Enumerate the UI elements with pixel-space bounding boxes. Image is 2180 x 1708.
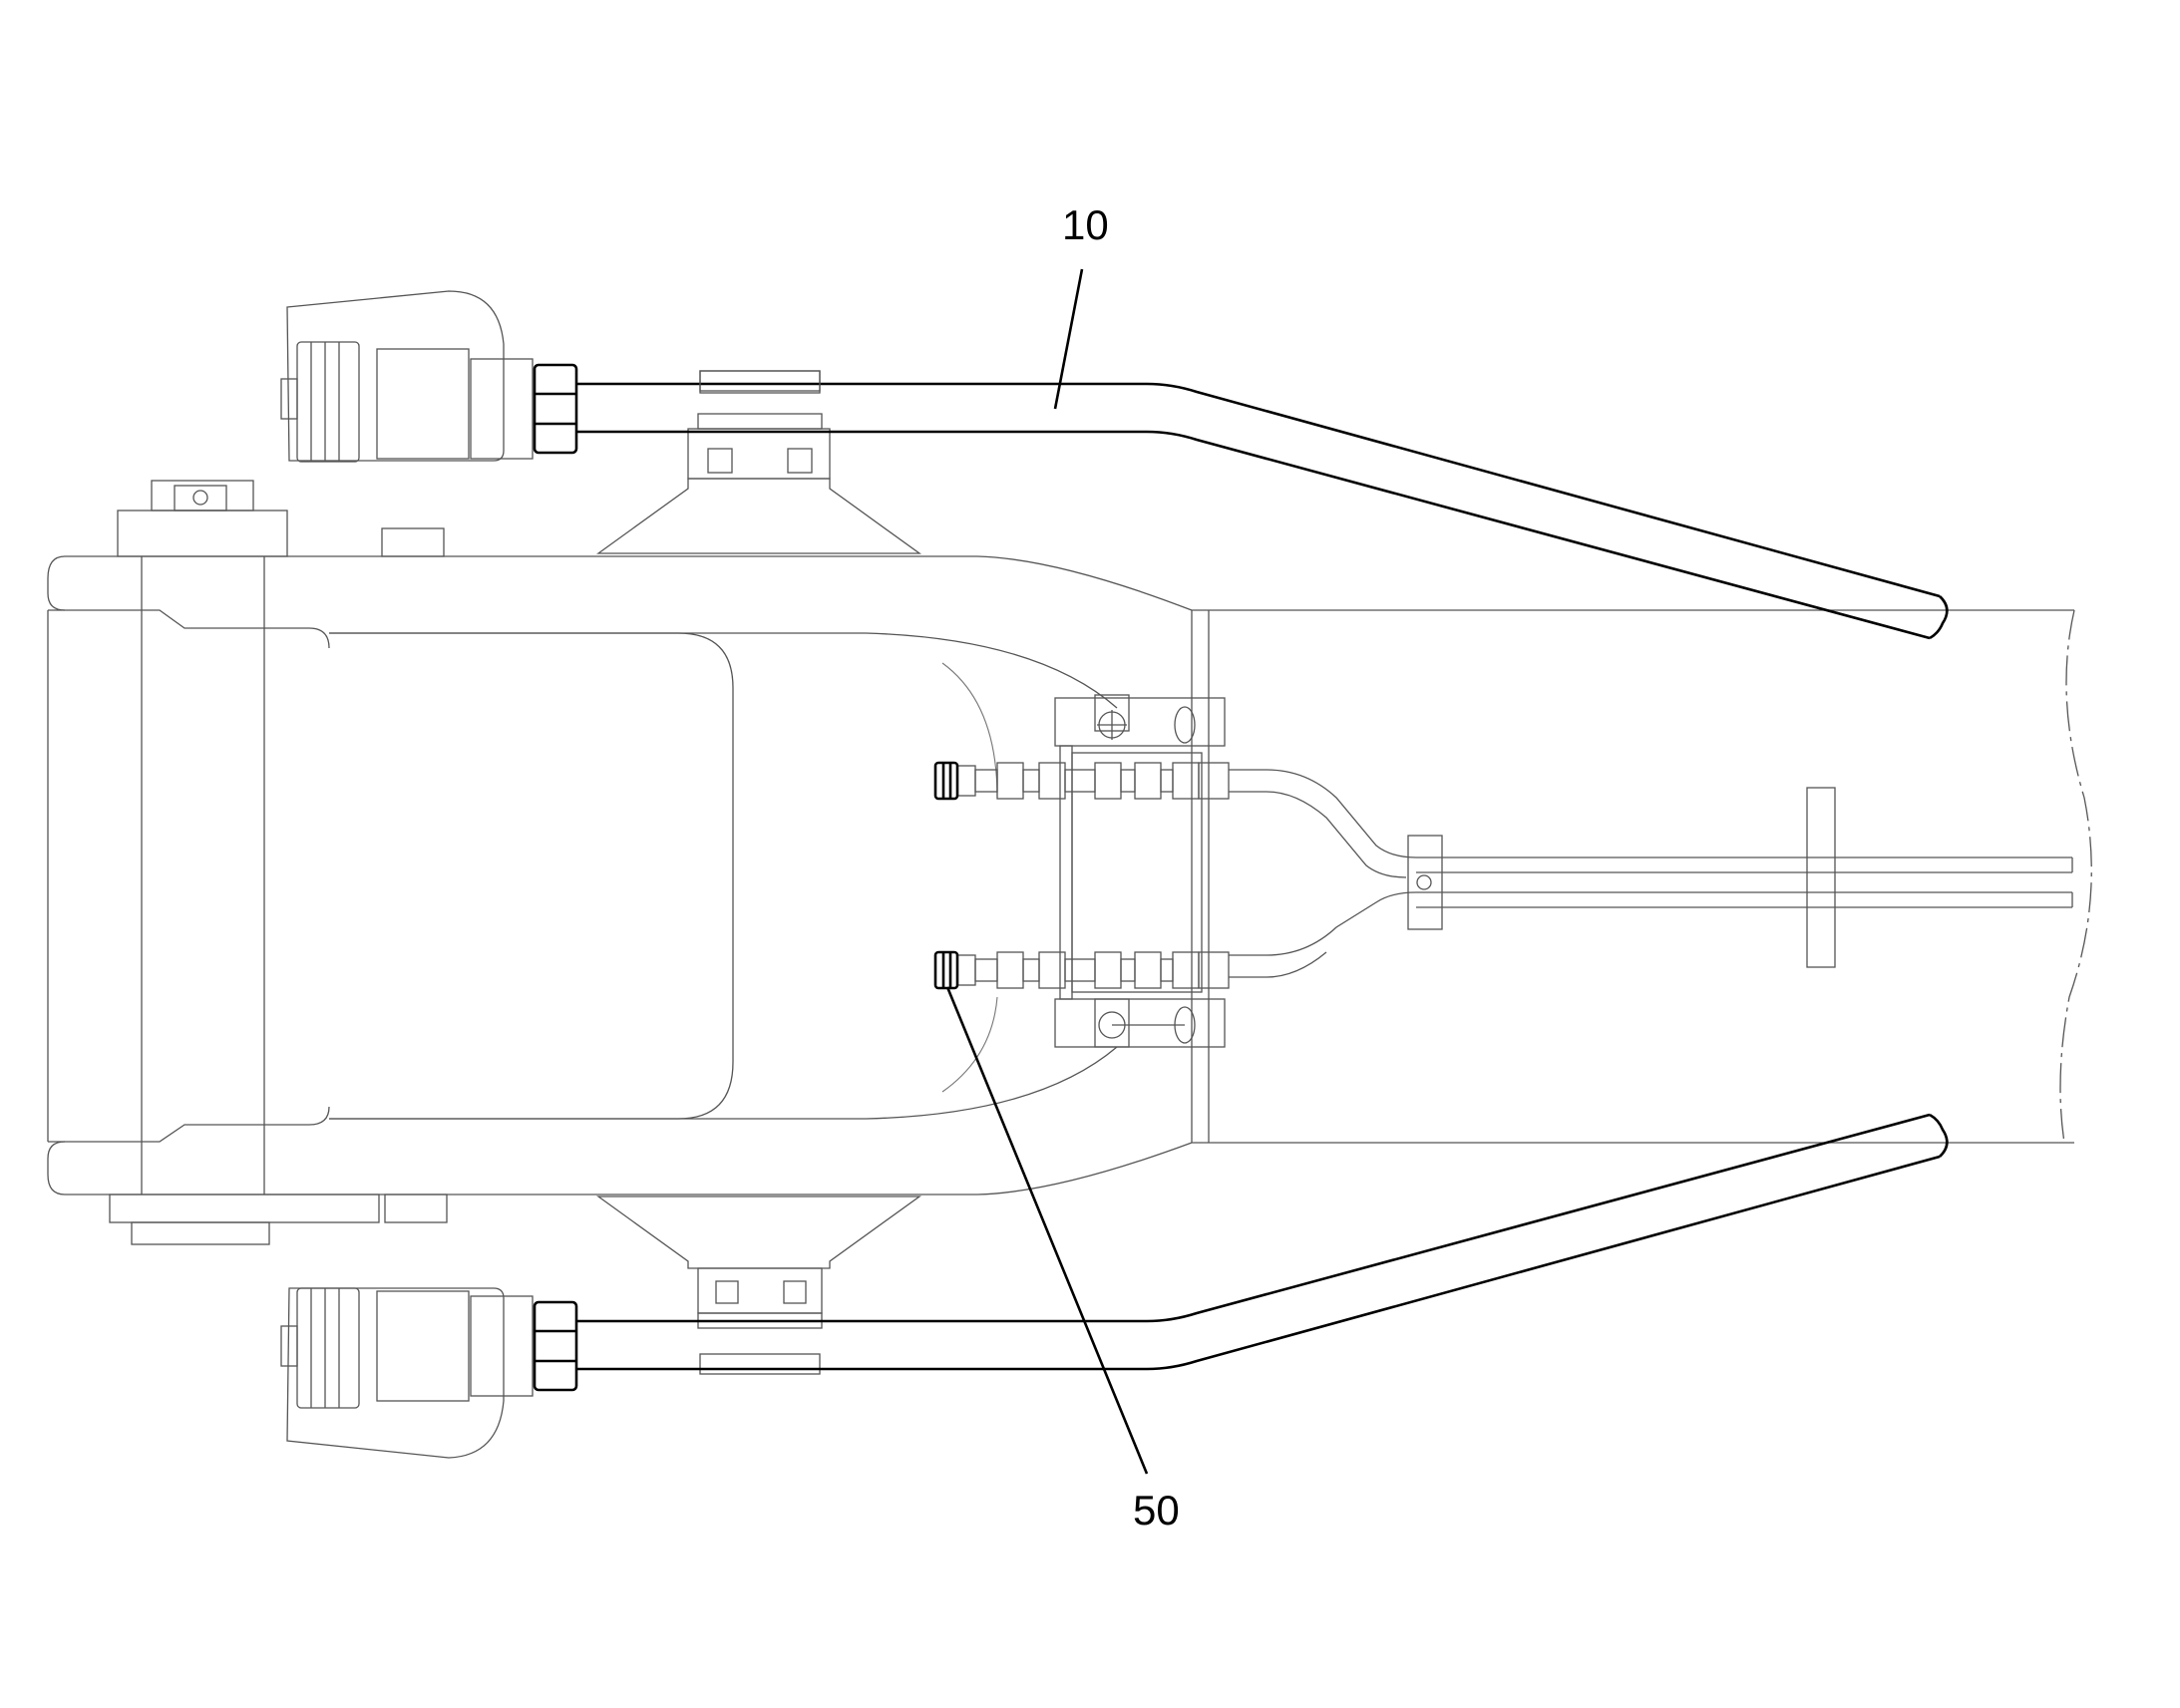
item-50-connectors <box>933 761 959 990</box>
arm-body <box>47 480 2092 1245</box>
bottom-hydraulic-tube <box>576 1113 1949 1371</box>
top-coupler <box>280 290 578 463</box>
leader-line-10 <box>1053 268 1084 410</box>
top-hydraulic-tube <box>576 370 1949 640</box>
top-mount <box>595 370 922 554</box>
callout-10: 10 <box>1062 201 1109 248</box>
callout-50: 50 <box>1133 1487 1180 1534</box>
bottom-mount <box>595 1196 922 1375</box>
center-manifold <box>956 694 2073 1048</box>
leader-line-50 <box>945 986 1149 1475</box>
bottom-coupler <box>280 1287 578 1459</box>
